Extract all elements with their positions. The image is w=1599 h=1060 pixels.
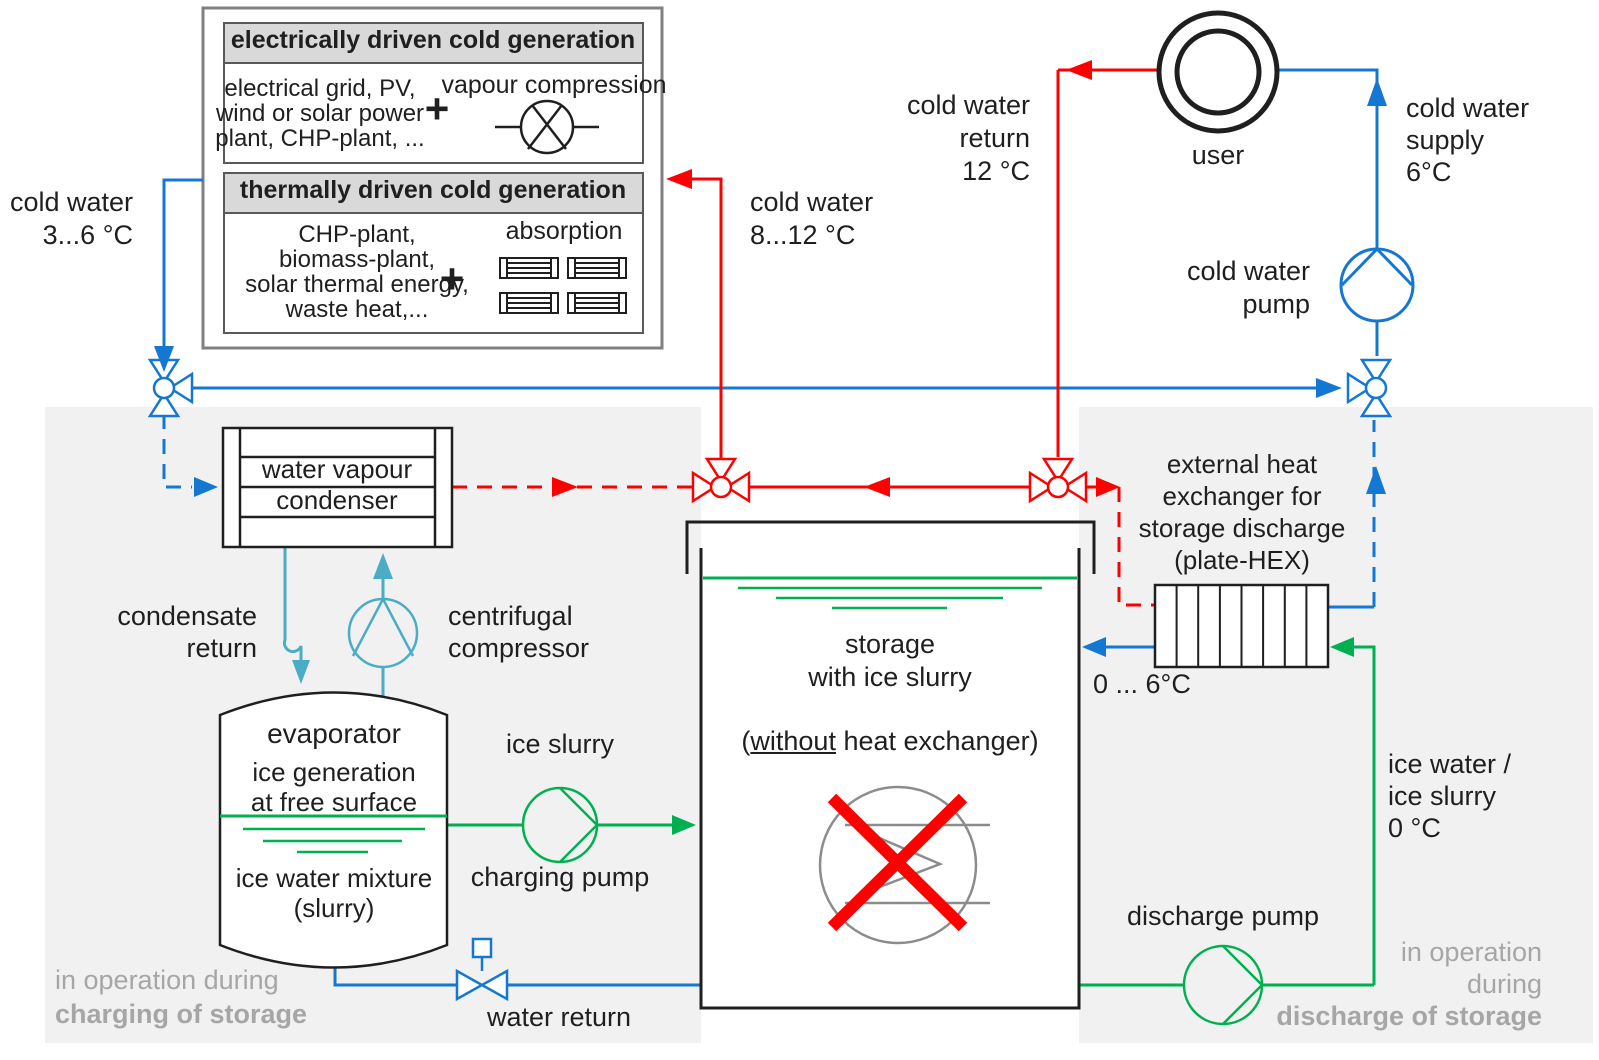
ice-slurry-label: ice slurry [505, 729, 615, 759]
no-hex-suffix: heat exchanger) [835, 726, 1039, 756]
condensate-return-label: condensate return [117, 601, 257, 663]
cold-water-supply-gen-label: cold water 3...6 °C [9, 187, 133, 250]
three-way-valve-red-left [691, 457, 751, 504]
discharge-pump-label: discharge pump [1126, 901, 1320, 931]
thermal-sources-text: CHP-plant, biomass-plant, solar thermal … [245, 221, 469, 323]
centrifugal-compressor-icon [347, 597, 419, 669]
cold-water-supply-user-label: cold water supply 6°C [1406, 93, 1530, 187]
evaporator-bottom-label: ice water mixture (slurry) [235, 863, 433, 923]
water-return-label: water return [487, 1002, 632, 1032]
three-way-valve-blue-left [147, 358, 194, 418]
vapour-compression-icon [495, 99, 599, 155]
plus-sign-thermal: + [439, 255, 465, 302]
plus-sign-electric: + [424, 85, 450, 132]
evaporator-vessel [218, 691, 449, 969]
storage-no-hex-label: (without heat exchanger) [680, 725, 1100, 758]
cold-water-pump-icon [1339, 247, 1415, 323]
no-hex-prefix: ( [741, 726, 751, 756]
cold-water-return-user-label: cold water return 12 °C [906, 90, 1030, 186]
cold-water-dashed-pipes [162, 414, 1376, 607]
discharge-pump-icon [1182, 944, 1264, 1026]
cold-water-return-gen-label: cold water 8...12 °C [750, 187, 874, 250]
storage-title: storage with ice slurry [808, 629, 972, 692]
charging-note-line2: charging of storage [55, 999, 308, 1029]
hex-out-temp-label: 0 ... 6°C [1093, 669, 1191, 699]
absorption-icon [499, 257, 627, 314]
external-hex-label: external heat exchanger for storage disc… [1138, 449, 1346, 575]
storage-tank [685, 520, 1096, 1010]
discharging-panel-background [1079, 407, 1593, 1043]
three-way-valve-blue-right [1346, 358, 1393, 418]
electric-sources-text: electrical grid, PV, wind or solar power… [215, 75, 425, 152]
discharge-note-line3: discharge of storage [1276, 1001, 1542, 1031]
water-vapour-condenser [221, 426, 454, 549]
flow-arrows [154, 60, 1387, 835]
discharge-note-line1: in operation [1400, 937, 1542, 967]
cold-water-supply-pipes [162, 68, 1379, 987]
charging-pump-icon [521, 786, 599, 864]
evaporator-title: evaporator [267, 718, 401, 749]
charging-pump-label: charging pump [470, 862, 650, 892]
discharge-note-line2: during [1466, 969, 1542, 999]
three-way-valve-red-right [1028, 457, 1088, 504]
evaporator-sub-label: ice generation at free surface [250, 757, 418, 817]
user-icon [1156, 10, 1280, 134]
plate-heat-exchanger [1153, 583, 1330, 669]
no-internal-heat-exchanger-icon [818, 785, 990, 945]
charging-note-line1: in operation during [55, 965, 279, 995]
water-return-valve [455, 937, 509, 1002]
ice-slurry-lines [447, 645, 1376, 987]
no-hex-underlined-word: without [750, 726, 836, 756]
vapour-compression-label: vapour compression [441, 71, 667, 99]
charging-operation-note: in operation during charging of storage [55, 963, 307, 1031]
thermal-generation-header: thermally driven cold generation [239, 176, 627, 204]
electric-generation-header: electrically driven cold generation [230, 26, 636, 54]
condenser-label: water vapour condenser [261, 454, 413, 515]
warm-return-dashed-pipes [452, 485, 1155, 607]
cold-water-pump-label: cold water pump [1186, 256, 1310, 319]
absorption-label: absorption [505, 217, 623, 245]
cold-generation-box [201, 6, 664, 350]
user-label: user [1191, 140, 1245, 170]
centrifugal-compressor-label: centrifugal compressor [448, 601, 590, 663]
ice-water-line-label: ice water / ice slurry 0 °C [1388, 749, 1512, 843]
